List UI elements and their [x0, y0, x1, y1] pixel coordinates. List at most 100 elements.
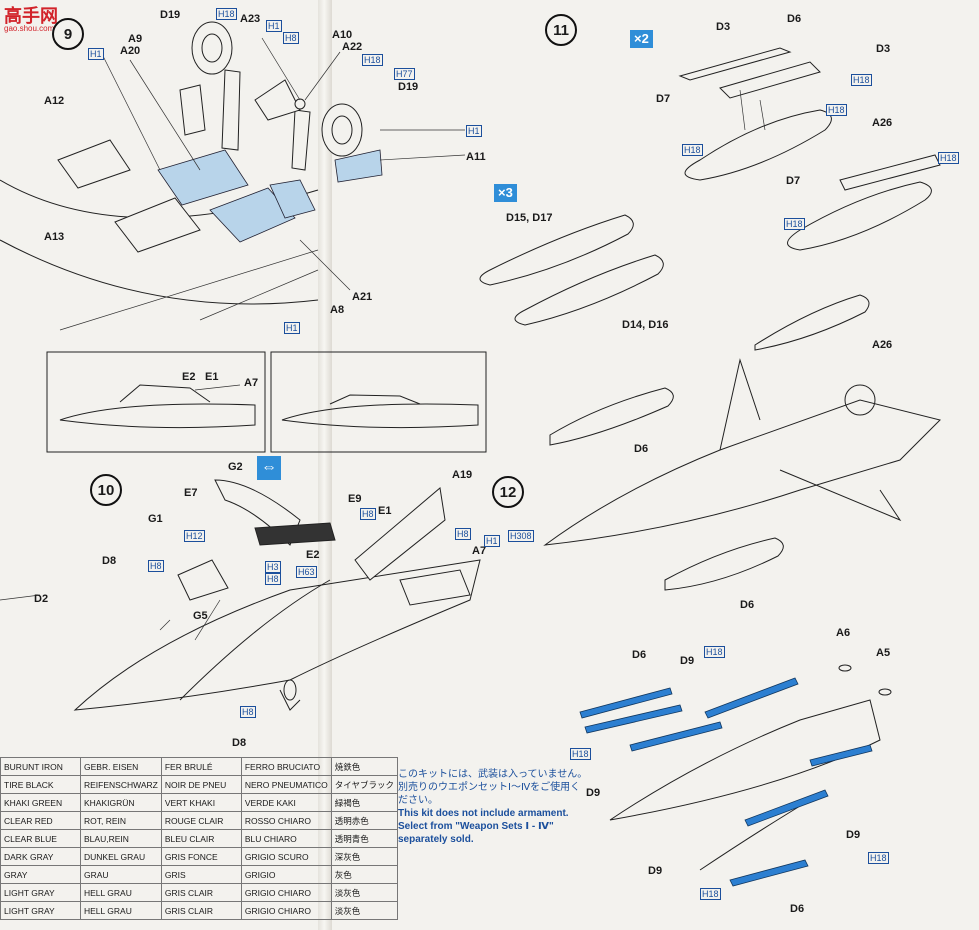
- part-label: D7: [656, 93, 671, 105]
- part-label: A5: [876, 647, 891, 659]
- part-label: D8: [232, 737, 247, 749]
- part-label: D6: [632, 649, 647, 661]
- watermark-logo: 高手网 gao.shou.com: [0, 0, 80, 36]
- part-label: A10: [332, 29, 353, 41]
- step10-drawing: [0, 479, 481, 711]
- paint-table-cell: CLEAR RED: [0, 811, 81, 830]
- part-label: A6: [836, 627, 851, 639]
- step-number-12: 12: [492, 476, 524, 508]
- paint-table-cell: 灰色: [330, 865, 399, 884]
- part-label: D9: [846, 829, 861, 841]
- paint-table-cell: ROUGE CLAIR: [160, 811, 242, 830]
- paint-table-cell: GRIS FONCE: [160, 847, 242, 866]
- color-code: H18: [826, 104, 847, 116]
- paint-table-cell: REIFENSCHWARZ: [80, 775, 162, 794]
- color-code: H1: [266, 20, 282, 32]
- color-code: H18: [362, 54, 383, 66]
- step-number-11: 11: [545, 14, 577, 46]
- inset-drawings: [59, 384, 479, 429]
- part-label: D6: [634, 443, 649, 455]
- color-code: H1: [466, 125, 482, 137]
- part-label: D3: [876, 43, 891, 55]
- note-english: This kit does not include armament. Sele…: [398, 808, 569, 845]
- paint-table-cell: GRAU: [80, 865, 162, 884]
- part-label: A7: [472, 545, 487, 557]
- paint-table-cell: HELL GRAU: [80, 901, 162, 920]
- paint-table-cell: GRIS CLAIR: [160, 901, 242, 920]
- paint-table-cell: LIGHT GRAY: [0, 883, 81, 902]
- paint-table-cell: NERO PNEUMATICO: [240, 775, 332, 794]
- direction-arrow-icon: ⇔: [257, 456, 281, 480]
- paint-table-cell: GRIGIO: [240, 865, 332, 884]
- paint-table-cell: BLU CHIARO: [240, 829, 332, 848]
- part-label: A26: [872, 339, 893, 351]
- part-label: D2: [34, 593, 49, 605]
- color-code: H308: [508, 530, 534, 542]
- part-label: A8: [330, 304, 345, 316]
- color-code: H18: [700, 888, 721, 900]
- step-number-10: 10: [90, 474, 122, 506]
- color-code: H8: [283, 32, 299, 44]
- paint-table-cell: DARK GRAY: [0, 847, 81, 866]
- part-label: D19: [160, 9, 181, 21]
- paint-table-cell: 緑褐色: [330, 793, 399, 812]
- paint-table-cell: GRIS: [160, 865, 242, 884]
- part-label: D6: [740, 599, 755, 611]
- paint-table-cell: BURUNT IRON: [0, 757, 81, 776]
- paint-table-cell: GRAY: [0, 865, 81, 884]
- part-label: G2: [228, 461, 243, 473]
- part-label: G5: [193, 610, 208, 622]
- color-code: H18: [784, 218, 805, 230]
- paint-table-cell: LIGHT GRAY: [0, 901, 81, 920]
- color-code: H18: [570, 748, 591, 760]
- part-label: D9: [648, 865, 663, 877]
- page-fold: [318, 0, 332, 930]
- paint-table-cell: GRIGIO SCURO: [240, 847, 332, 866]
- paint-table-cell: 淡灰色: [330, 883, 399, 902]
- paint-table-cell: GRIGIO CHIARO: [240, 901, 332, 920]
- step9-drawing: [0, 21, 466, 331]
- color-code: H8: [360, 508, 376, 520]
- paint-table-cell: GRIS CLAIR: [160, 883, 242, 902]
- part-label: A13: [44, 231, 65, 243]
- color-code: H18: [216, 8, 237, 20]
- color-code: H63: [296, 566, 317, 578]
- paint-table-cell: VERT KHAKI: [160, 793, 242, 812]
- paint-table-cell: BLEU CLAIR: [160, 829, 242, 848]
- step11-drawing: [479, 47, 941, 326]
- part-label: D6: [787, 13, 802, 25]
- armament-note: このキットには、武装は入っていません。別売りのウエポンセットⅠ〜Ⅳをご使用くださ…: [398, 768, 588, 846]
- color-code: H1: [284, 322, 300, 334]
- color-code: H18: [704, 646, 725, 658]
- watermark-text: 高手网: [4, 6, 58, 26]
- part-label: A12: [44, 95, 65, 107]
- part-label: D14, D16: [622, 319, 669, 331]
- part-label: A23: [240, 13, 261, 25]
- paint-table-cell: GRIGIO CHIARO: [240, 883, 332, 902]
- paint-table-cell: BLAU,REIN: [80, 829, 162, 848]
- part-label: D9: [586, 787, 601, 799]
- color-code: H8: [455, 528, 471, 540]
- multiplier-x3: ×3: [494, 184, 517, 202]
- part-label: E2: [182, 371, 196, 383]
- paint-table-cell: DUNKEL GRAU: [80, 847, 162, 866]
- part-label: E7: [184, 487, 198, 499]
- paint-table-cell: タイヤブラック: [330, 775, 399, 794]
- paint-table-cell: GEBR. EISEN: [80, 757, 162, 776]
- part-label: D9: [680, 655, 695, 667]
- paint-table-cell: TIRE BLACK: [0, 775, 81, 794]
- part-label: E2: [306, 549, 320, 561]
- part-label: A19: [452, 469, 473, 481]
- part-label: G1: [148, 513, 163, 525]
- paint-table-cell: 透明赤色: [330, 811, 399, 830]
- color-code: H8: [265, 573, 281, 585]
- part-label: A11: [466, 151, 486, 163]
- color-code: H18: [938, 152, 959, 164]
